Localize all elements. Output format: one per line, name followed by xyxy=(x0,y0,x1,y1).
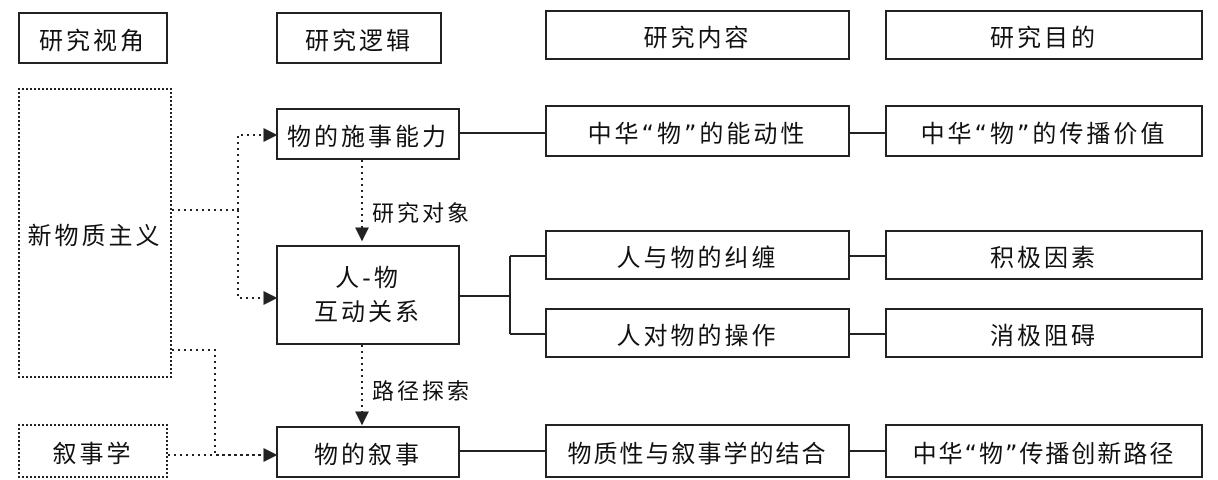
purpose-dissemination-value: 中华“物”的传播价值 xyxy=(885,105,1203,157)
dotted-link-newmat-to-agency xyxy=(172,128,278,211)
dotted-link-newmat-to-interaction xyxy=(237,210,278,305)
header-logic: 研究逻辑 xyxy=(276,12,442,64)
logic-interaction: 人-物 互动关系 xyxy=(276,245,460,345)
content-combination: 物质性与叙事学的结合 xyxy=(545,424,850,478)
label-research-object: 研究对象 xyxy=(370,196,475,228)
content-initiative: 中华“物”的能动性 xyxy=(545,105,850,157)
content-entanglement: 人与物的纠缠 xyxy=(545,230,850,280)
label-path-exploration: 路径探索 xyxy=(370,374,475,406)
header-content: 研究内容 xyxy=(545,10,850,60)
purpose-innovation-path: 中华“物”传播创新路径 xyxy=(885,424,1203,478)
purpose-positive: 积极因素 xyxy=(885,230,1203,280)
logic-interaction-line2: 互动关系 xyxy=(314,298,422,326)
dotted-link-newmat-to-narrative xyxy=(172,349,278,462)
logic-interaction-line1: 人-物 xyxy=(335,264,401,292)
logic-narrative: 物的叙事 xyxy=(276,426,460,478)
perspective-new-materialism: 新物质主义 xyxy=(18,88,172,378)
header-purpose: 研究目的 xyxy=(885,10,1203,60)
purpose-negative: 消极阻碍 xyxy=(885,308,1203,358)
perspective-narratology: 叙事学 xyxy=(18,424,168,478)
content-manipulation: 人对物的操作 xyxy=(545,308,850,358)
header-perspective: 研究视角 xyxy=(18,12,168,64)
logic-agency: 物的施事能力 xyxy=(276,108,460,160)
